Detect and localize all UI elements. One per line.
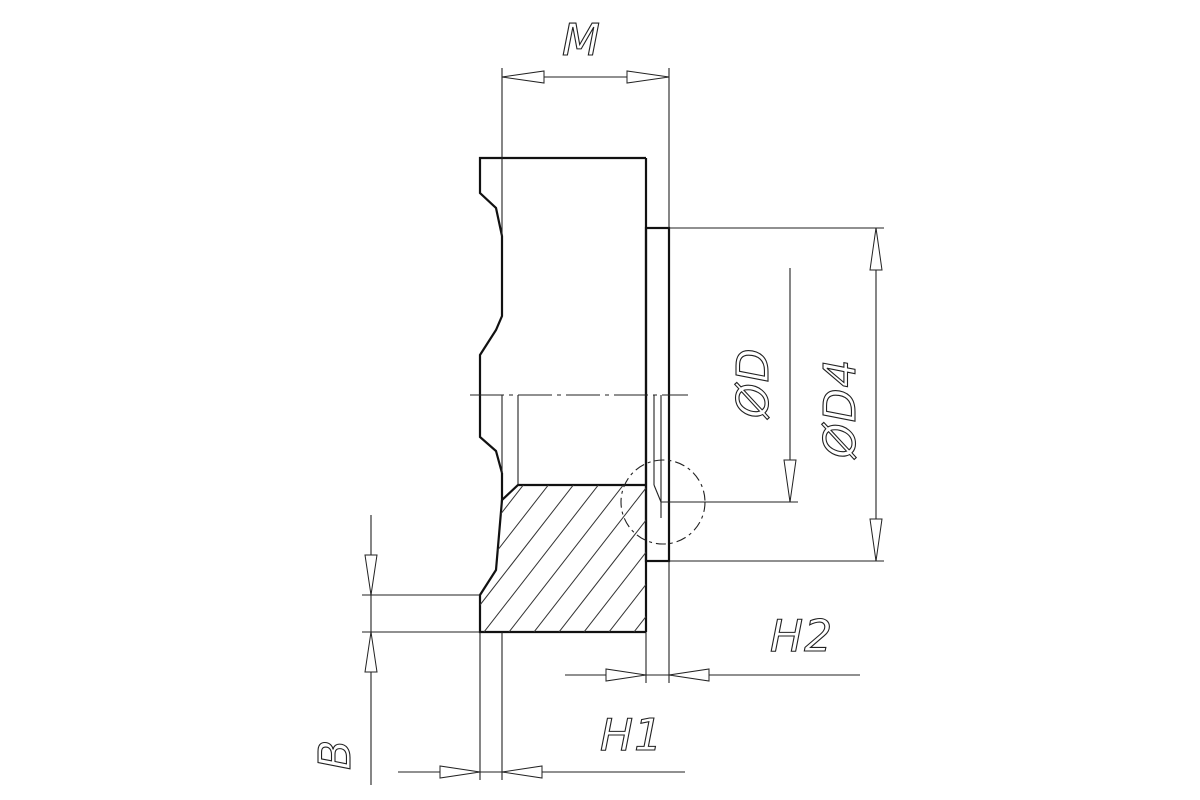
h1-arrow-left	[439, 765, 481, 779]
m-arrow-right	[626, 70, 670, 84]
d4-arrow-bottom	[869, 518, 883, 562]
h1-label: H1	[600, 710, 663, 761]
nut-outline	[478, 156, 646, 474]
d-arrow-bottom	[783, 459, 797, 503]
b-label: B	[310, 739, 361, 770]
bore-chamfer-right	[653, 484, 662, 503]
nut-bore-chamfer	[500, 473, 646, 503]
b-arrow-bottom	[364, 631, 378, 673]
section-hatching	[480, 485, 646, 632]
d4-arrow-top	[869, 227, 883, 271]
d-label: ØD	[728, 347, 779, 420]
d4-label: ØD4	[815, 358, 866, 460]
m-arrow-left	[501, 70, 545, 84]
b-arrow-top	[364, 554, 378, 596]
h2-arrow-left	[605, 668, 647, 682]
m-label: M	[562, 15, 601, 66]
h1-arrow-right	[501, 765, 543, 779]
h2-label: H2	[770, 611, 833, 662]
h2-arrow-right	[668, 668, 710, 682]
